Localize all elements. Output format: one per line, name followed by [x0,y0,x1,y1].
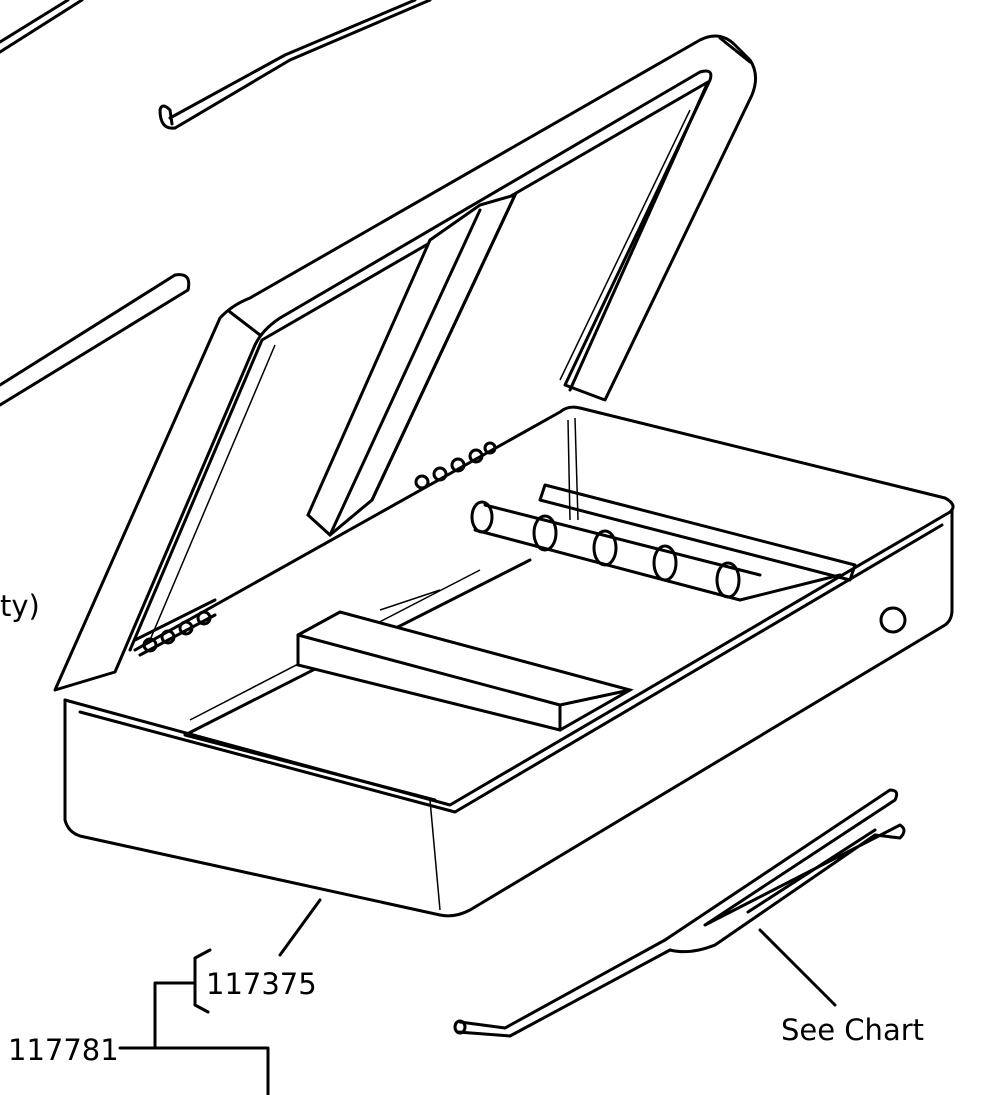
base-foam-strip [296,610,634,732]
partial-label: ty) [0,589,40,623]
tube-holder [470,483,857,602]
case-lid [53,34,757,692]
fork-tool [453,788,906,1038]
see-chart-label: See Chart [781,1013,925,1047]
rod-tool [0,273,191,407]
leader-lines [118,898,837,1095]
case-base [63,405,955,918]
part-number-kit: 117781 [8,1033,119,1067]
probe-tool-top [0,0,432,130]
lid-foam-strip [306,192,518,537]
part-number-tray: 117375 [206,967,317,1001]
